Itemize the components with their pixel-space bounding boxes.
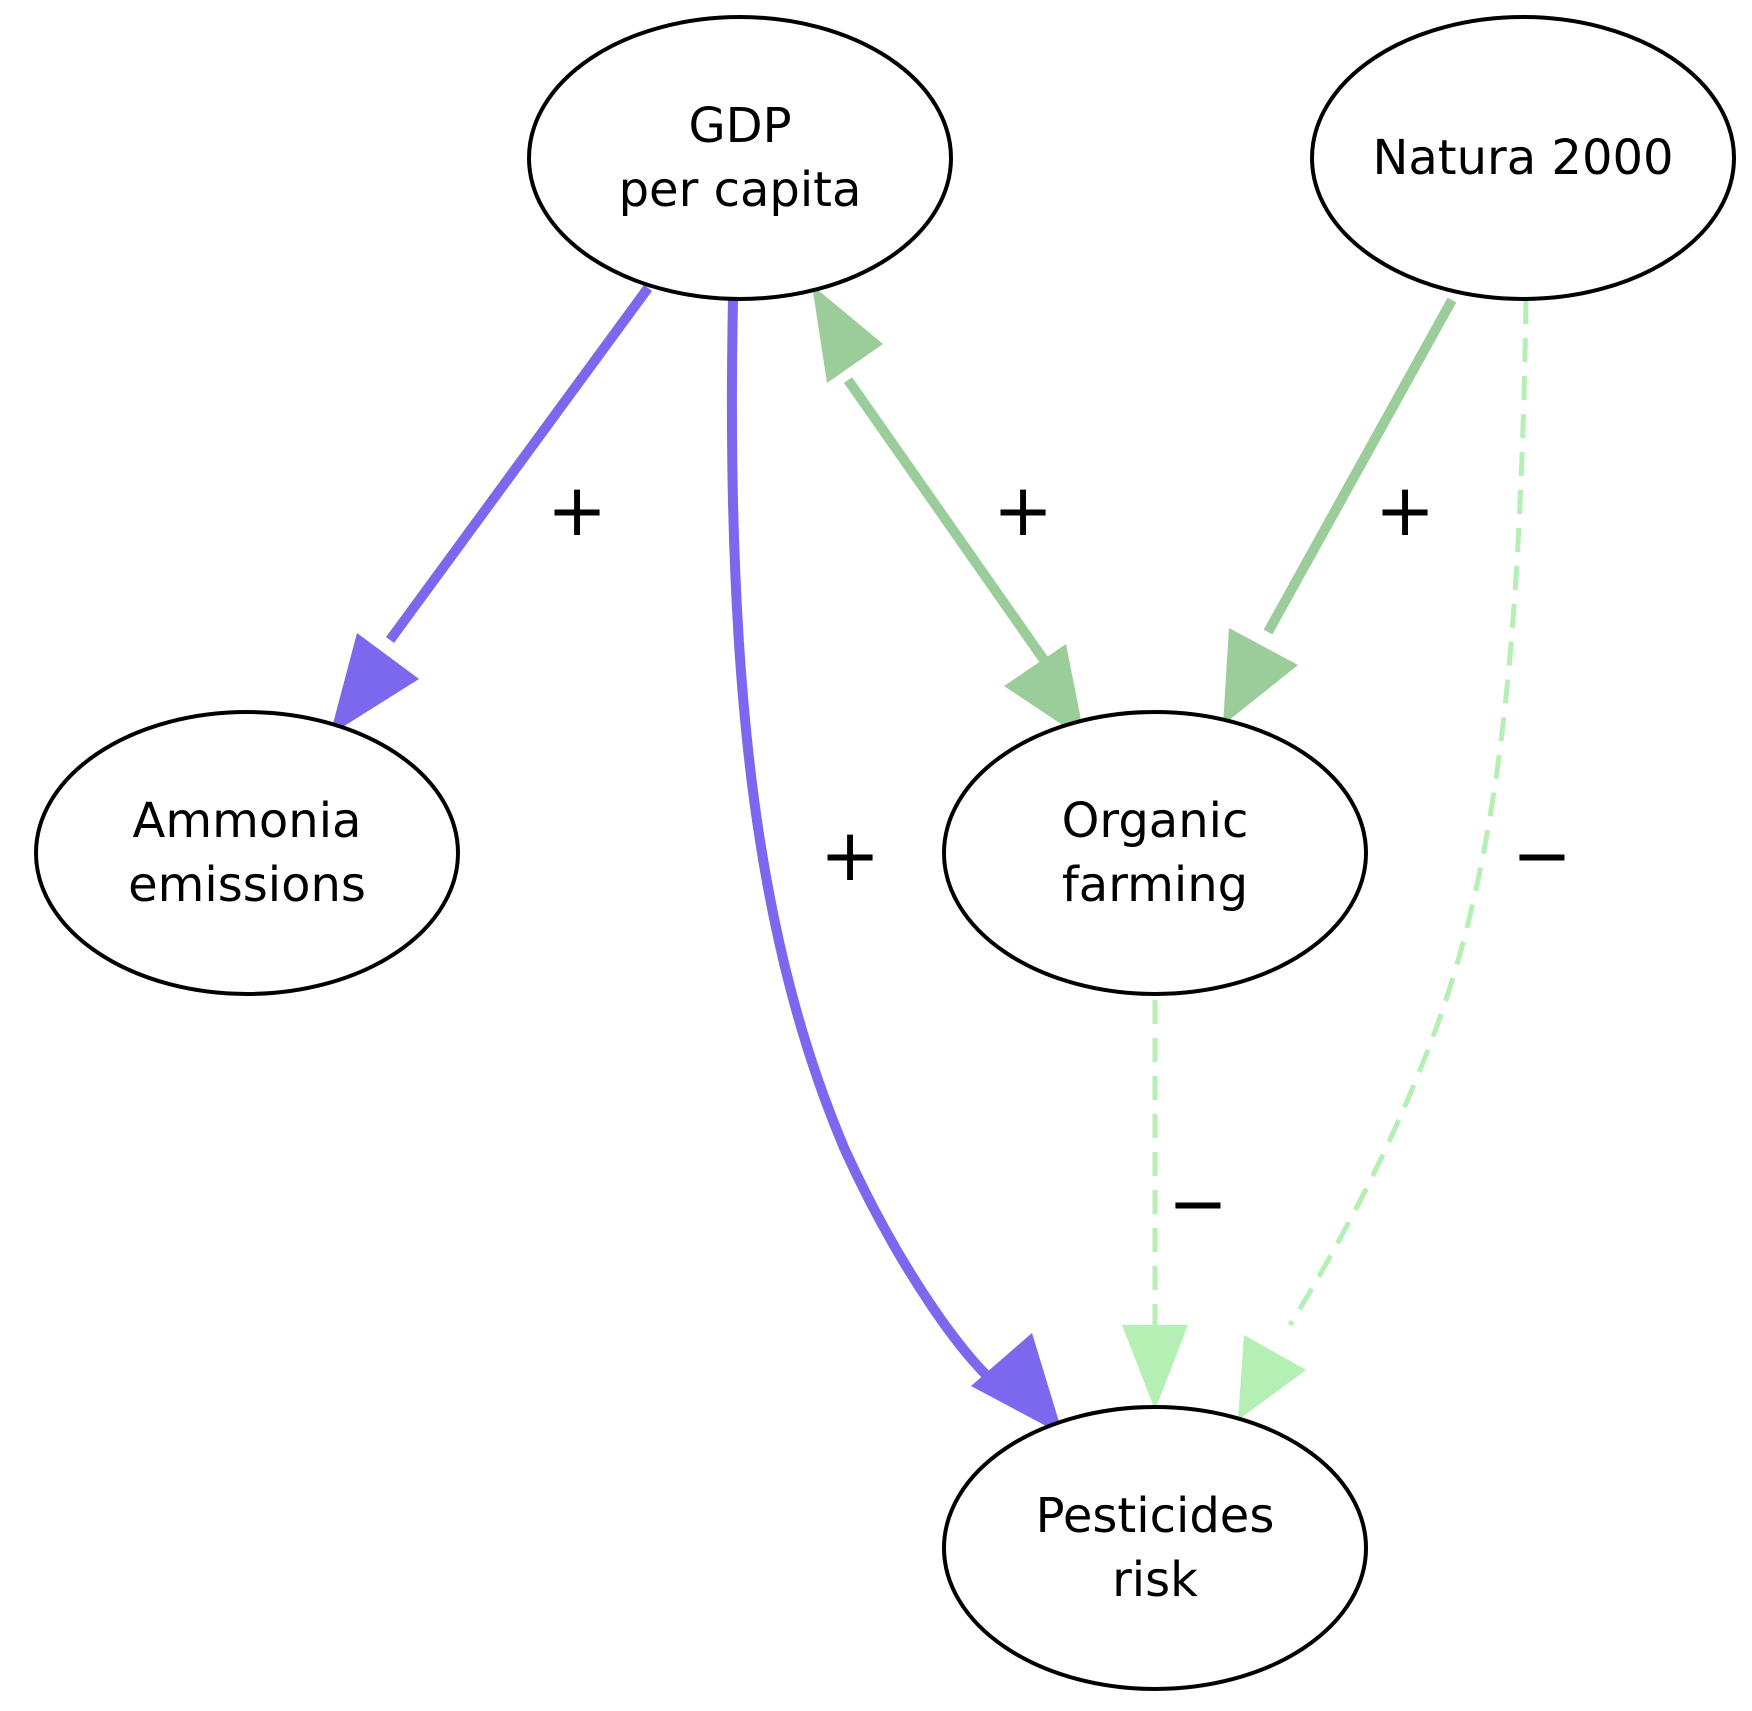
arrowhead-organic-to-gdp <box>812 285 883 383</box>
node-organic-line2: farming <box>1062 857 1248 913</box>
edges <box>330 285 1529 1435</box>
node-ammonia-line1: Ammonia <box>133 793 362 849</box>
arrowhead-natura-to-organic <box>1223 628 1298 725</box>
edge-label-natura-pesticides: − <box>1512 813 1572 897</box>
node-ammonia-line2: emissions <box>128 857 366 913</box>
edge-label-organic-pesticides: − <box>1168 1161 1228 1245</box>
edge-labels: + + + + − − <box>547 468 1572 1245</box>
edge-natura-to-organic <box>1263 297 1457 635</box>
node-pesticides-line1: Pesticides <box>1036 1488 1275 1544</box>
arrowhead-natura-to-pesticides <box>1238 1335 1306 1420</box>
edge-natura-to-pesticides <box>1287 299 1529 1327</box>
node-ammonia-emissions: Ammonia emissions <box>34 710 460 996</box>
node-organic-line1: Organic <box>1062 793 1249 849</box>
node-pesticides-line2: risk <box>1112 1552 1198 1608</box>
arrowhead-organic-to-pesticides <box>1122 1325 1188 1410</box>
edge-gdp-to-ammonia <box>385 285 653 643</box>
node-gdp-per-capita: GDP per capita <box>527 15 953 301</box>
edge-label-gdp-organic: + <box>993 468 1053 552</box>
node-natura-2000: Natura 2000 <box>1310 15 1736 301</box>
arrowhead-gdp-to-organic <box>1004 644 1085 740</box>
edge-gdp-to-pesticides <box>726 299 1013 1400</box>
edge-label-gdp-ammonia: + <box>547 468 607 552</box>
edge-label-gdp-pesticides: + <box>820 813 880 897</box>
edge-gdp-to-organic <box>843 377 1049 663</box>
arrowhead-gdp-to-ammonia <box>330 633 419 735</box>
node-gdp-line1: GDP <box>688 98 791 154</box>
node-gdp-line2: per capita <box>619 162 862 218</box>
edge-label-natura-organic: + <box>1375 468 1435 552</box>
arrowhead-gdp-to-pesticides <box>971 1333 1063 1435</box>
node-organic-farming: Organic farming <box>942 710 1368 996</box>
node-pesticides-risk: Pesticides risk <box>942 1405 1368 1691</box>
node-natura-line1: Natura 2000 <box>1372 130 1673 186</box>
